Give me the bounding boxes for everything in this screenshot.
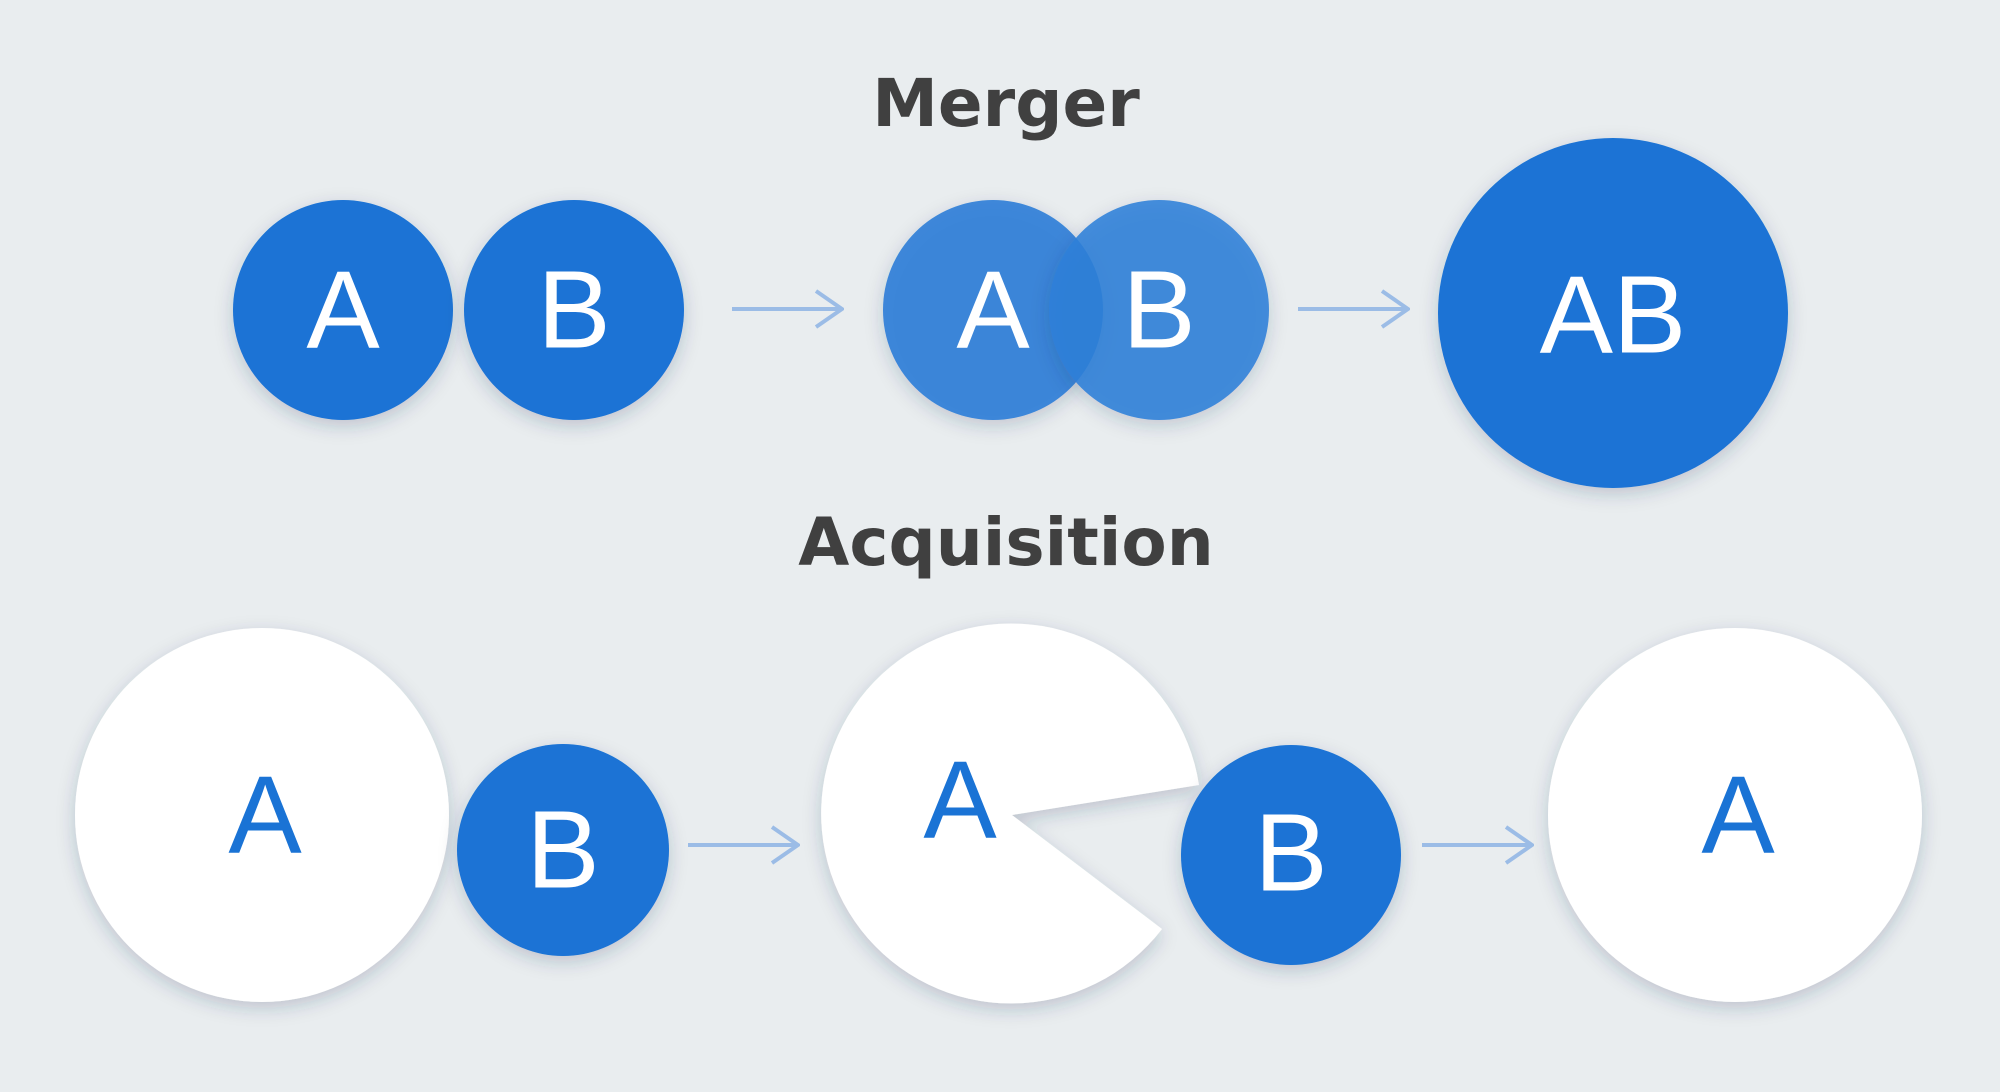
acquisition-step3-company-a-circle <box>1548 628 1922 1002</box>
merger-step1-company-b-circle <box>464 200 684 420</box>
acquisition-section: Acquisition A B A B A <box>75 504 1922 1004</box>
merger-step2-company-b-circle <box>1049 200 1269 420</box>
acquisition-step1-company-a-label: A <box>228 754 302 877</box>
acquisition-step2-company-b-label: B <box>1254 792 1327 915</box>
acquisition-step2-company-b-circle <box>1181 745 1401 965</box>
merger-step2-company-b-label: B <box>1122 249 1195 372</box>
acquisition-step3-company-a-label: A <box>1701 754 1775 877</box>
merger-step2-company-a-circle <box>883 200 1103 420</box>
acquisition-step3: A <box>1548 628 1922 1002</box>
acquisition-step2: A B <box>821 623 1401 1004</box>
acquisition-step2-company-a-pacman <box>821 623 1199 1004</box>
acquisition-step1-company-b-circle <box>457 744 669 956</box>
acquisition-step1-company-a-circle <box>75 628 449 1002</box>
merger-step1-company-a-label: A <box>306 249 380 372</box>
merger-step2: A B <box>883 200 1269 420</box>
merger-step3: AB <box>1438 138 1788 488</box>
merger-title: Merger <box>872 65 1140 142</box>
acquisition-step1: A B <box>75 628 669 1002</box>
merger-step2-company-a-label: A <box>956 249 1030 372</box>
merger-step1-company-b-label: B <box>537 249 610 372</box>
acquisition-step2-company-a-label: A <box>923 739 997 862</box>
acquisition-step1-company-b-label: B <box>526 789 599 912</box>
merger-step3-merged-company-label: AB <box>1540 254 1687 377</box>
merger-step1: A B <box>233 200 684 420</box>
acquisition-title: Acquisition <box>798 504 1213 581</box>
merger-section: Merger A B A B AB <box>233 65 1788 488</box>
merger-step1-company-a-circle <box>233 200 453 420</box>
merger-step3-merged-company-circle <box>1438 138 1788 488</box>
